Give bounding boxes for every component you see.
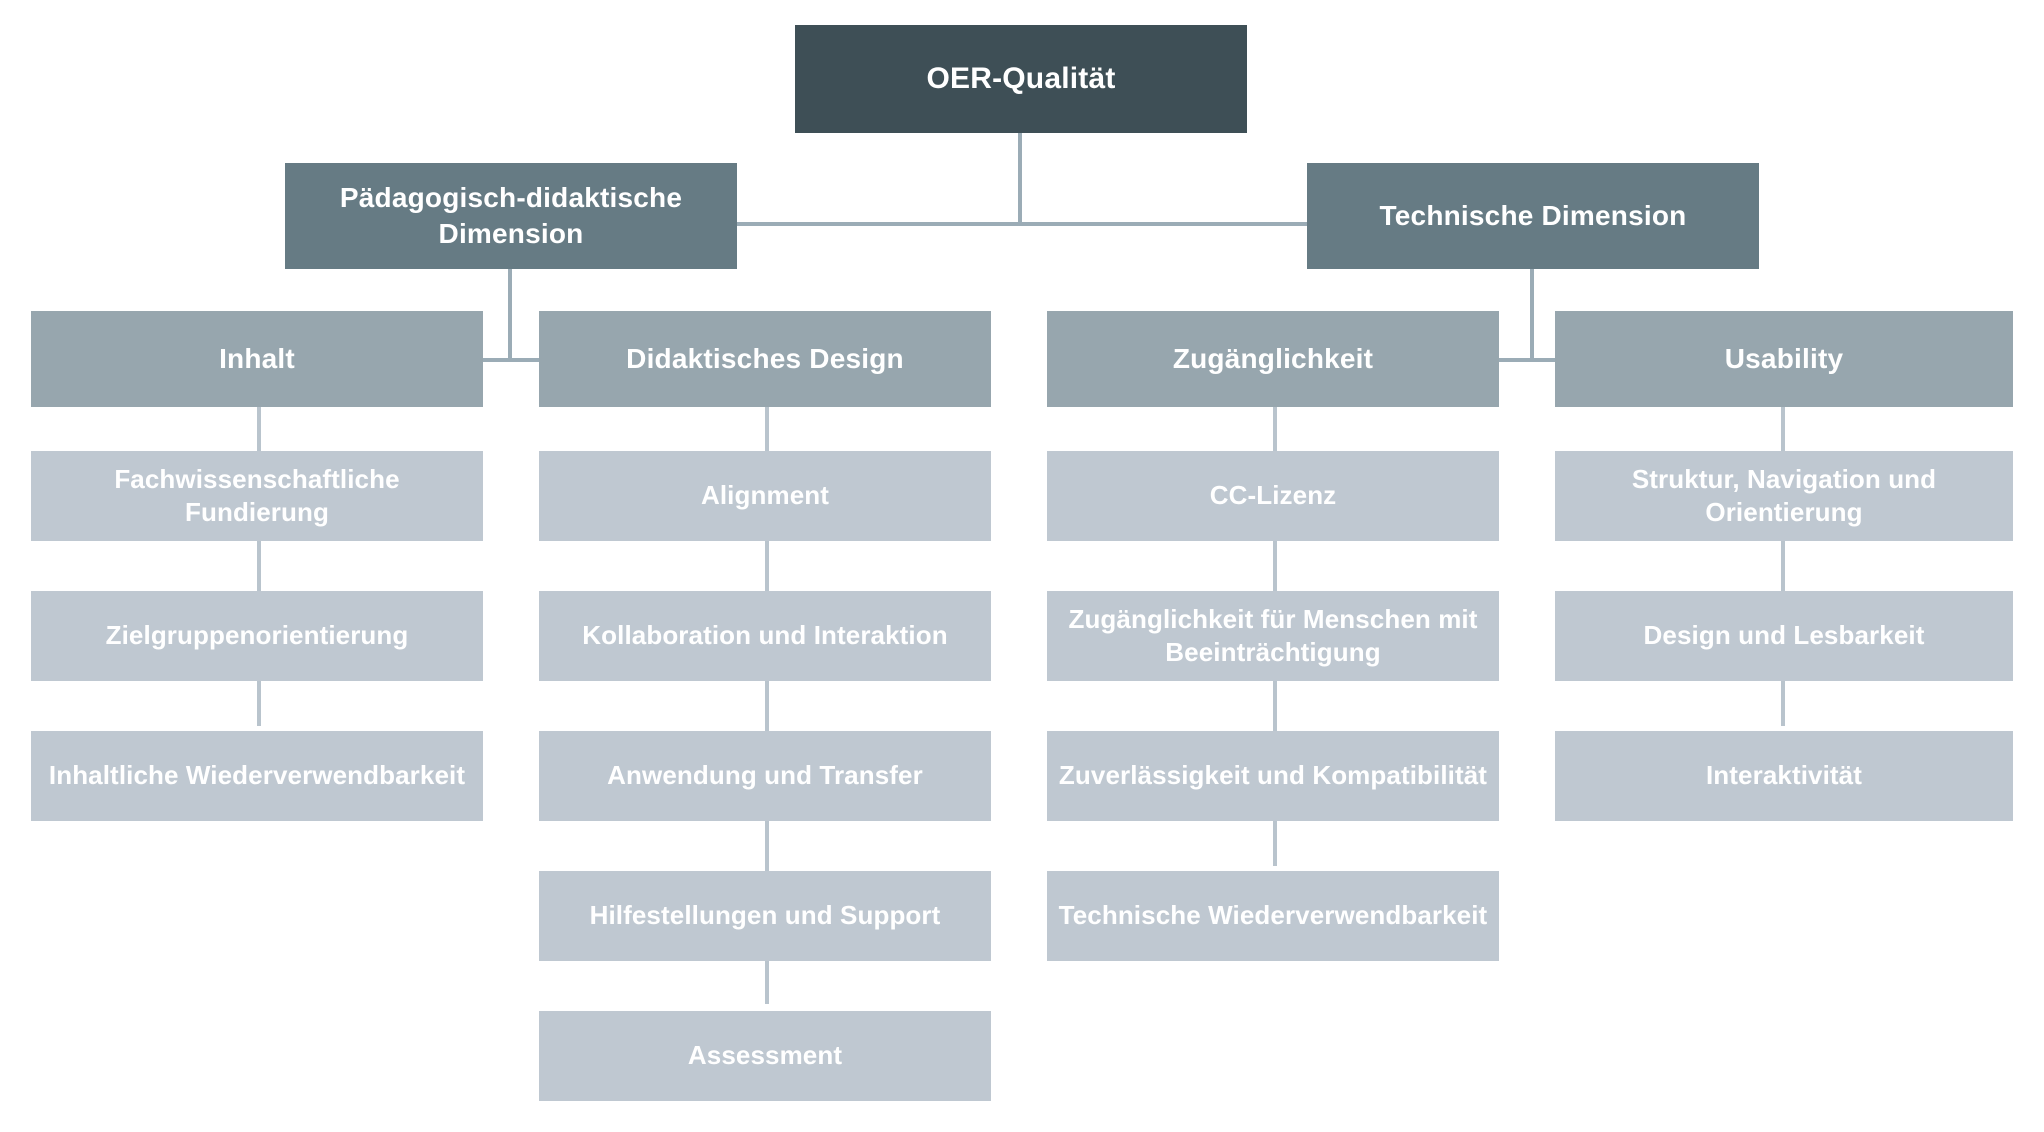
- leaf-node-label: Anwendung und Transfer: [607, 760, 923, 791]
- dimension-node-paedagogisch-didaktische[interactable]: Pädagogisch-didaktische Dimension: [285, 163, 737, 269]
- category-node-label: Inhalt: [219, 343, 295, 375]
- leaf-node[interactable]: Struktur, Navigation und Orientierung: [1555, 451, 2013, 541]
- leaf-node[interactable]: Hilfestellungen und Support: [539, 871, 991, 961]
- leaf-node[interactable]: Assessment: [539, 1011, 991, 1101]
- connector-paedagogisch-vertical: [508, 268, 512, 362]
- leaf-node-label: Inhaltliche Wiederverwendbarkeit: [48, 760, 466, 791]
- root-node-oer-qualitaet[interactable]: OER-Qualität: [795, 25, 1247, 133]
- leaf-node[interactable]: Fachwissenschaftliche Fundierung: [31, 451, 483, 541]
- connector-spine-didaktisches-design: [765, 406, 769, 1004]
- category-node-label: Usability: [1724, 343, 1844, 375]
- leaf-node-label: Alignment: [700, 480, 829, 511]
- leaf-node-label: Interaktivität: [1705, 760, 1862, 791]
- leaf-node-label: Fachwissenschaftliche Fundierung: [114, 463, 400, 527]
- category-node-didaktisches-design[interactable]: Didaktisches Design: [539, 311, 991, 407]
- category-node-label: Didaktisches Design: [626, 343, 904, 375]
- leaf-node[interactable]: Interaktivität: [1555, 731, 2013, 821]
- leaf-node[interactable]: Anwendung und Transfer: [539, 731, 991, 821]
- dimension-node-label: Technische Dimension: [1379, 200, 1687, 232]
- category-node-inhalt[interactable]: Inhalt: [31, 311, 483, 407]
- leaf-node[interactable]: Alignment: [539, 451, 991, 541]
- connector-technische-vertical: [1530, 268, 1534, 362]
- leaf-node-label: CC-Lizenz: [1209, 480, 1337, 511]
- leaf-node-label: Struktur, Navigation und Orientierung: [1631, 463, 1937, 527]
- dimension-node-label: Pädagogisch-didaktische Dimension: [339, 182, 683, 249]
- category-node-usability[interactable]: Usability: [1555, 311, 2013, 407]
- connector-root-vertical: [1018, 132, 1022, 224]
- leaf-node[interactable]: Technische Wiederverwendbarkeit: [1047, 871, 1499, 961]
- leaf-node[interactable]: Design und Lesbarkeit: [1555, 591, 2013, 681]
- leaf-node-label: Kollaboration und Interaktion: [582, 620, 948, 651]
- leaf-node[interactable]: Inhaltliche Wiederverwendbarkeit: [31, 731, 483, 821]
- category-node-label: Zugänglichkeit: [1172, 343, 1374, 375]
- leaf-node[interactable]: Zugänglichkeit für Menschen mit Beeinträ…: [1047, 591, 1499, 681]
- leaf-node-label: Technische Wiederverwendbarkeit: [1058, 900, 1488, 931]
- connector-technische-horizontal: [1390, 358, 1674, 362]
- leaf-node-label: Hilfestellungen und Support: [589, 900, 941, 931]
- leaf-node-label: Design und Lesbarkeit: [1643, 620, 1925, 651]
- leaf-node[interactable]: Kollaboration und Interaktion: [539, 591, 991, 681]
- connector-spine-usability: [1781, 406, 1785, 726]
- leaf-node-label: Zielgruppenorientierung: [105, 620, 409, 651]
- leaf-node[interactable]: CC-Lizenz: [1047, 451, 1499, 541]
- leaf-node[interactable]: Zielgruppenorientierung: [31, 591, 483, 681]
- leaf-node[interactable]: Zuverlässigkeit und Kompatibilität: [1047, 731, 1499, 821]
- connector-spine-inhalt: [257, 406, 261, 726]
- leaf-node-label: Assessment: [687, 1040, 843, 1071]
- root-node-label: OER-Qualität: [926, 61, 1116, 95]
- dimension-node-technische[interactable]: Technische Dimension: [1307, 163, 1759, 269]
- category-node-zugaenglichkeit[interactable]: Zugänglichkeit: [1047, 311, 1499, 407]
- leaf-node-label: Zuverlässigkeit und Kompatibilität: [1058, 760, 1488, 791]
- leaf-node-label: Zugänglichkeit für Menschen mit Beeinträ…: [1068, 603, 1478, 667]
- connector-dimension-horizontal: [510, 222, 1530, 226]
- connector-paedagogisch-horizontal: [368, 358, 652, 362]
